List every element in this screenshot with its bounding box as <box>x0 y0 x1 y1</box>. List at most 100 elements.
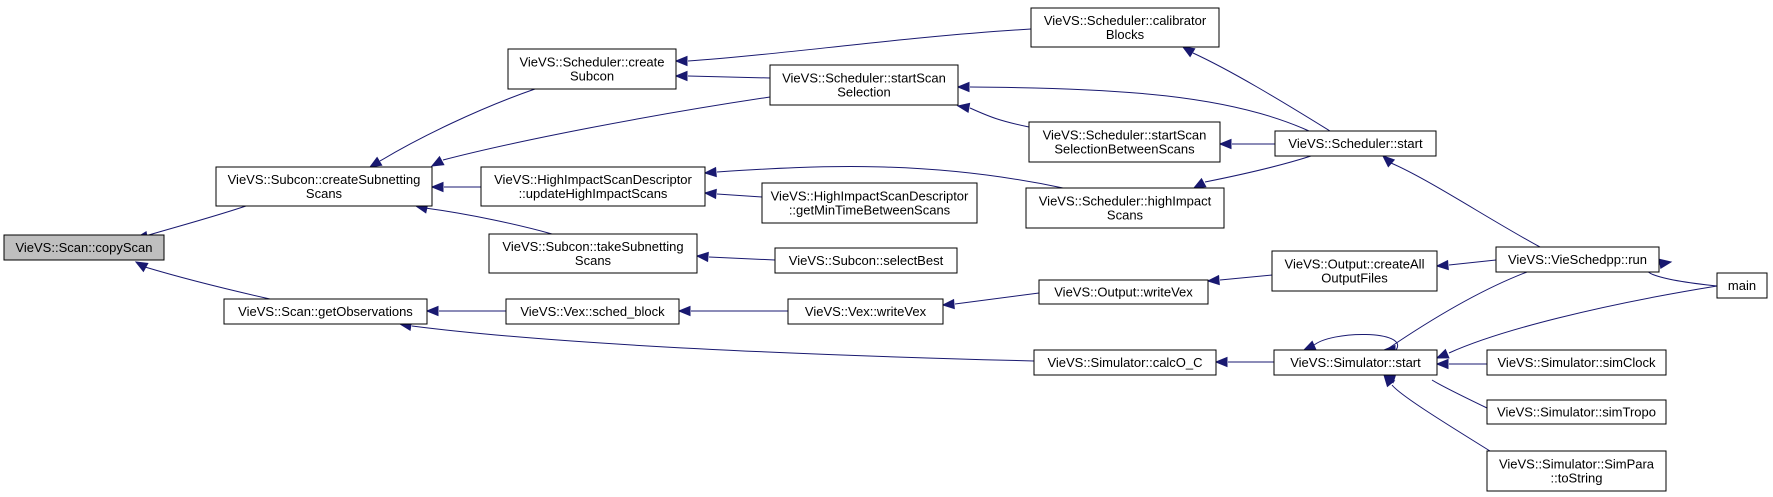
node-box <box>1716 272 1768 299</box>
node-label: VieVS::Scan::copyScan <box>15 240 152 255</box>
node-label: Subcon <box>570 69 614 84</box>
edge-simulatorStart-to-simulatorStart <box>1302 334 1399 351</box>
node-vieSchedRun[interactable]: VieVS::VieSchedpp::run <box>1495 246 1660 273</box>
edge-outputWriteVex-to-writeVex <box>941 292 1040 310</box>
node-label: VieVS::VieSchedpp::run <box>1508 252 1647 267</box>
node-schedulerStart[interactable]: VieVS::Scheduler::start <box>1274 130 1437 157</box>
arrowhead-icon <box>1302 340 1317 351</box>
edge-takeSubnetting-to-createSubnetting <box>414 203 553 235</box>
node-simParaToString[interactable]: VieVS::Simulator::SimPara::toString <box>1486 450 1667 492</box>
node-label: main <box>1728 278 1756 293</box>
node-box <box>774 247 958 274</box>
node-label: OutputFiles <box>1321 271 1388 286</box>
node-copyScan[interactable]: VieVS::Scan::copyScan <box>3 234 165 261</box>
edge-vieSchedRun-to-schedulerStart <box>1382 155 1541 248</box>
node-getObservations[interactable]: VieVS::Scan::getObservations <box>223 298 428 325</box>
node-simClock[interactable]: VieVS::Simulator::simClock <box>1486 349 1667 376</box>
arrowhead-icon <box>1658 258 1673 270</box>
edge-line <box>141 205 247 238</box>
arrowhead-icon <box>1206 274 1220 286</box>
edge-startScanSelection-to-createSubnetting <box>430 96 771 167</box>
arrowhead-icon <box>1214 356 1228 368</box>
edge-updateHighImpact-to-createSubnetting <box>430 181 481 193</box>
arrowhead-icon <box>430 155 445 167</box>
edge-line <box>1390 162 1541 248</box>
edge-startScanSelection-to-createSubcon <box>674 70 771 82</box>
node-label: VieVS::HighImpactScanDescriptor <box>494 172 692 187</box>
edge-simTropo-to-simulatorStart <box>1382 373 1488 409</box>
node-label: ::updateHighImpactScans <box>519 186 668 201</box>
node-startScanSelBetween[interactable]: VieVS::Scheduler::startScanSelectionBetw… <box>1028 121 1221 163</box>
node-label: VieVS::Vex::writeVex <box>805 304 927 319</box>
node-label: VieVS::Simulator::SimPara <box>1499 457 1655 472</box>
edge-simParaToString-to-simulatorStart <box>1383 373 1491 452</box>
edge-line <box>1431 379 1488 409</box>
node-box <box>1025 187 1225 229</box>
node-layer: VieVS::Scan::copyScan VieVS::Subcon::crea… <box>3 7 1768 492</box>
node-getMinTime[interactable]: VieVS::HighImpactScanDescriptor::getMinT… <box>761 182 978 224</box>
edge-line <box>442 96 771 161</box>
node-label: VieVS::Output::writeVex <box>1054 285 1193 300</box>
edge-simClock-to-simulatorStart <box>1435 358 1487 370</box>
node-box <box>1028 121 1221 163</box>
edge-selectBest-to-takeSubnetting <box>695 251 776 263</box>
edge-line <box>687 28 1032 62</box>
arrowhead-icon <box>674 55 688 67</box>
edge-line <box>1312 334 1399 351</box>
arrowhead-icon <box>1435 358 1449 370</box>
arrowhead-icon <box>1181 46 1196 58</box>
edge-line <box>708 256 776 261</box>
edge-layer <box>134 28 1718 452</box>
node-box <box>488 233 698 274</box>
edge-line <box>716 193 763 198</box>
node-label: SelectionBetweenScans <box>1054 142 1195 157</box>
edge-line <box>411 325 1035 362</box>
node-box <box>223 298 428 325</box>
node-calcOC[interactable]: VieVS::Simulator::calcO_C <box>1033 349 1217 376</box>
node-main[interactable]: main <box>1716 272 1768 299</box>
edge-line <box>969 107 1030 128</box>
edge-main-to-simulatorStart <box>1435 285 1718 359</box>
arrowhead-icon <box>677 305 691 317</box>
node-label: Selection <box>837 85 890 100</box>
edge-line <box>969 86 1310 132</box>
node-simTropo[interactable]: VieVS::Simulator::simTropo <box>1486 399 1667 425</box>
arrowhead-icon <box>956 81 970 93</box>
node-box <box>1271 250 1438 292</box>
node-box <box>1274 130 1437 157</box>
node-box <box>1038 279 1209 305</box>
node-box <box>1033 349 1217 376</box>
edge-highImpactScans-to-updateHighImpact <box>703 166 1064 189</box>
node-label: Scans <box>1107 208 1144 223</box>
node-schedBlock[interactable]: VieVS::Vex::sched_block <box>505 298 680 325</box>
edge-calcOC-to-getObservations <box>398 320 1035 362</box>
node-updateHighImpact[interactable]: VieVS::HighImpactScanDescriptor::updateH… <box>480 166 706 207</box>
edge-line <box>687 75 771 79</box>
edge-getMinTime-to-updateHighImpact <box>703 188 763 200</box>
arrowhead-icon <box>703 188 717 200</box>
edge-line <box>424 207 553 235</box>
edge-createSubcon-to-createSubnetting <box>368 88 536 168</box>
node-outputWriteVex[interactable]: VieVS::Output::writeVex <box>1038 279 1209 305</box>
edge-line <box>716 166 1064 189</box>
arrowhead-icon <box>695 251 709 263</box>
node-label: Scans <box>306 186 343 201</box>
arrowhead-icon <box>1383 373 1396 388</box>
node-box <box>215 166 433 207</box>
node-label: VieVS::Subcon::selectBest <box>789 253 944 268</box>
node-writeVex[interactable]: VieVS::Vex::writeVex <box>787 298 944 325</box>
node-simulatorStart[interactable]: VieVS::Simulator::start <box>1273 349 1438 376</box>
arrowhead-icon <box>368 156 383 168</box>
arrowhead-icon <box>1382 155 1396 168</box>
node-label: VieVS::Simulator::simClock <box>1498 355 1656 370</box>
node-selectBest[interactable]: VieVS::Subcon::selectBest <box>774 247 958 274</box>
node-label: VieVS::Simulator::start <box>1290 355 1421 370</box>
node-label: Blocks <box>1106 27 1145 42</box>
